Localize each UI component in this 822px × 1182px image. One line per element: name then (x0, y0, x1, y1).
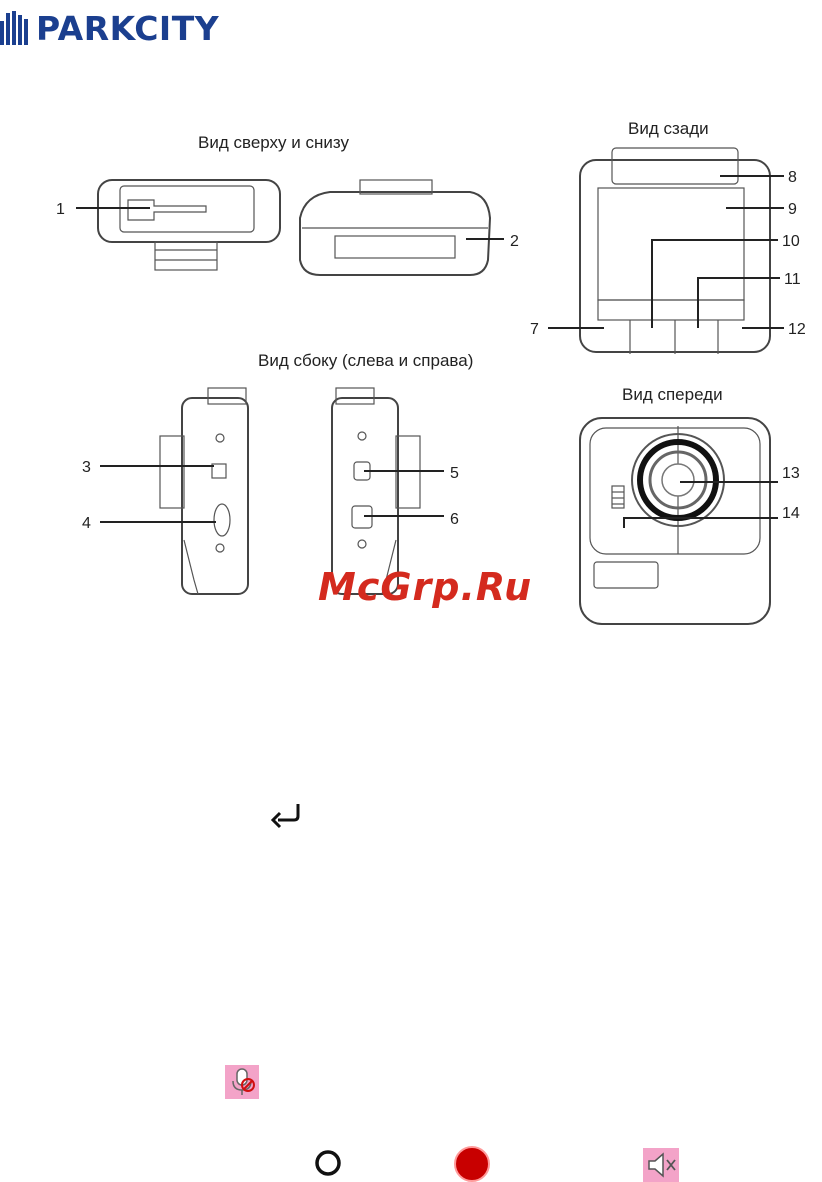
device-front-view (580, 418, 770, 624)
callout-10: 10 (782, 233, 800, 250)
callout-6: 6 (450, 511, 459, 528)
record-standby-icon (311, 1146, 345, 1180)
speaker-muted-icon (643, 1148, 679, 1182)
callout-5: 5 (450, 465, 459, 482)
caption-front: Вид спереди (622, 385, 723, 404)
device-top-view (98, 180, 280, 270)
watermark: McGrp.Ru (318, 565, 532, 609)
callout-2: 2 (510, 233, 519, 250)
callout-12: 12 (788, 321, 806, 338)
logo-bars-icon (0, 11, 28, 45)
callout-8: 8 (788, 169, 797, 186)
callout-7: 7 (530, 321, 539, 338)
return-arrow-icon (268, 800, 308, 830)
parkcity-logo: PARKCITY (0, 8, 219, 48)
device-diagram: Вид сверху и снизу Вид сзади Вид сбоку (… (0, 100, 822, 640)
callout-4: 4 (82, 515, 91, 532)
microphone-muted-icon (225, 1065, 259, 1099)
callout-9: 9 (788, 201, 797, 218)
callout-3: 3 (82, 459, 91, 476)
caption-rear: Вид сзади (628, 119, 709, 138)
callout-1: 1 (56, 201, 65, 218)
device-bottom-view (300, 180, 490, 275)
device-side-right (332, 388, 420, 594)
logo-text: PARKCITY (36, 9, 219, 48)
caption-top-bottom: Вид сверху и снизу (198, 133, 349, 152)
callout-14: 14 (782, 505, 800, 522)
caption-side: Вид сбоку (слева и справа) (258, 351, 473, 370)
callout-11: 11 (784, 271, 801, 288)
callout-13: 13 (782, 465, 800, 482)
record-active-icon (452, 1144, 492, 1182)
device-side-left (160, 388, 248, 594)
device-rear-view (580, 148, 770, 354)
